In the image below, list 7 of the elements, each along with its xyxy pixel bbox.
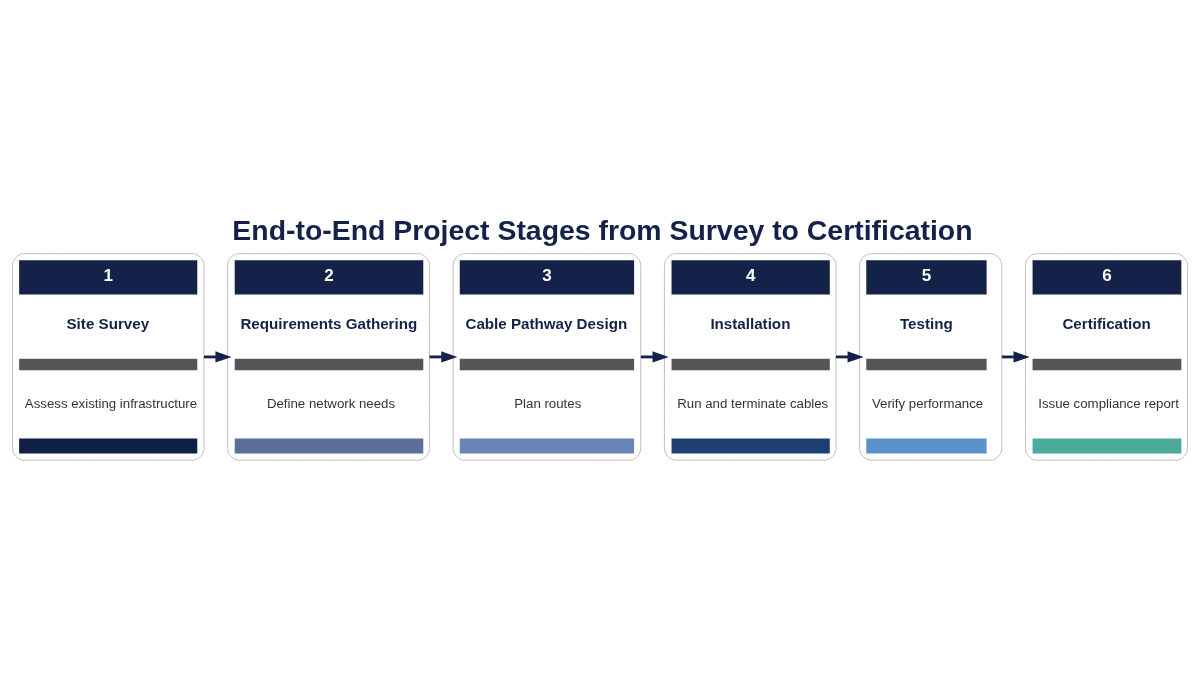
node-box: 5 Testing Verify performance <box>859 253 1003 461</box>
node-box: 3 Cable Pathway Design Plan routes <box>452 253 642 461</box>
diagram-title: End-to-End Project Stages from Survey to Certification <box>232 214 973 247</box>
node-box: 6 Certification Issue compliance report <box>1025 253 1188 461</box>
node-box: 1 Site Survey Assess existing infrastructure <box>12 253 205 461</box>
node-box: 4 Installation Run and terminate cables <box>663 253 837 461</box>
node-box: 2 Requirements Gathering Define network needs <box>227 253 430 461</box>
